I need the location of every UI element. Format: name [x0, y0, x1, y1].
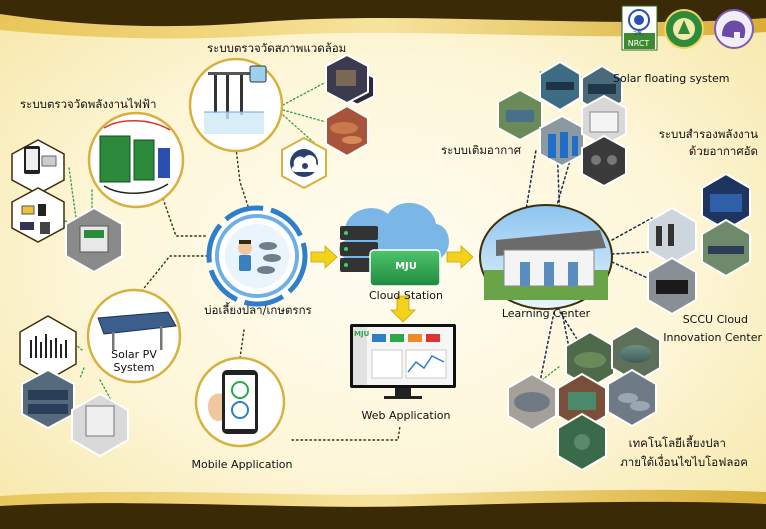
biofloc-photo-2	[611, 324, 661, 384]
arrow-cloud-to-web	[390, 295, 416, 323]
biofloc-photo-5	[607, 368, 657, 428]
storage-photo-2	[581, 134, 627, 188]
biofloc-photo-4	[557, 372, 607, 432]
innovation-photo-3	[701, 218, 751, 278]
storage-photo-1	[581, 94, 627, 148]
biofloc-photo-3	[507, 372, 557, 432]
env-photo-fish	[325, 104, 369, 158]
energy-storage-label-line1: ระบบสำรองพลังงาน	[658, 127, 758, 141]
nrct-logo	[621, 5, 658, 51]
web-logo-badge: MJU	[354, 330, 370, 338]
biofloc-photo-6	[557, 412, 607, 472]
mobile-app-label: Mobile Application	[191, 458, 293, 471]
pond-circle	[206, 205, 308, 307]
cloud-station-label: Cloud Station	[368, 289, 444, 302]
university-seal-logo	[664, 9, 704, 49]
aeration-photo	[539, 114, 585, 168]
web-app-label: Web Application	[361, 409, 451, 422]
power-meter-hex	[65, 206, 123, 274]
innovation-photo-1	[647, 206, 697, 266]
bottom-band-dark	[0, 501, 766, 529]
floating-photo-3	[497, 88, 543, 142]
arrow-cloud-to-learning	[446, 245, 474, 269]
web-app-monitor	[350, 324, 456, 399]
solar-farm-hex	[21, 368, 75, 430]
power-monitor-label: ระบบตรวจวัดพลังงานไฟฟ้า	[20, 97, 157, 111]
env-monitor-label: ระบบตรวจวัดสภาพแวดล้อม	[207, 41, 347, 55]
aeration-label: ระบบเติมอากาศ	[441, 143, 522, 157]
env-photo-tank	[325, 53, 376, 106]
power-circuit-circle	[87, 111, 185, 209]
innovation-photo-4	[647, 256, 697, 316]
flow-arrows	[310, 245, 474, 323]
pond-label: บ่อเลี้ยงปลา/เกษตรกร	[204, 303, 312, 317]
learning-center-circle	[479, 204, 613, 310]
biofloc-photo-1	[565, 330, 615, 390]
solar-floating-label: Solar floating system	[613, 72, 730, 85]
nrct-logo-text-top: วช.	[633, 29, 644, 37]
server-logo-badge: MJU	[395, 261, 417, 272]
env-sensor-circle	[188, 57, 284, 153]
power-diagram-hex	[11, 187, 65, 243]
cloud-gear-icon	[281, 136, 327, 190]
solar-pv-circle	[86, 288, 182, 384]
cloud-innovation-label-line1: SCCU Cloud	[682, 313, 748, 326]
mobile-app-circle	[194, 356, 286, 448]
inverter-hex	[71, 392, 129, 458]
top-band-gold	[0, 14, 766, 39]
nrct-logo-text-bottom: NRCT	[627, 39, 650, 48]
biofloc-tech-label-line2: ภายใต้เงื่อนไขไบโอฟลอค	[620, 455, 748, 469]
energy-storage-label-line2: ด้วยอากาศอัด	[688, 144, 758, 158]
innovation-photo-2	[701, 172, 751, 232]
solar-pv-label-line2: System	[113, 361, 155, 374]
solar-chart-hex	[19, 315, 77, 381]
biofloc-tech-label-line1: เทคโนโลยีเลี้ยงปลา	[628, 436, 726, 450]
learning-center-label: Learning Center	[501, 307, 591, 320]
floating-photo-1	[539, 60, 581, 112]
cloud-station	[339, 202, 449, 287]
elephant-seal-logo	[714, 9, 754, 49]
arrow-pond-to-cloud	[310, 245, 338, 269]
cloud-innovation-label-line2: Innovation Center	[663, 331, 762, 344]
power-phone-hex	[11, 139, 65, 195]
solar-pv-label-line1: Solar PV	[111, 348, 157, 361]
